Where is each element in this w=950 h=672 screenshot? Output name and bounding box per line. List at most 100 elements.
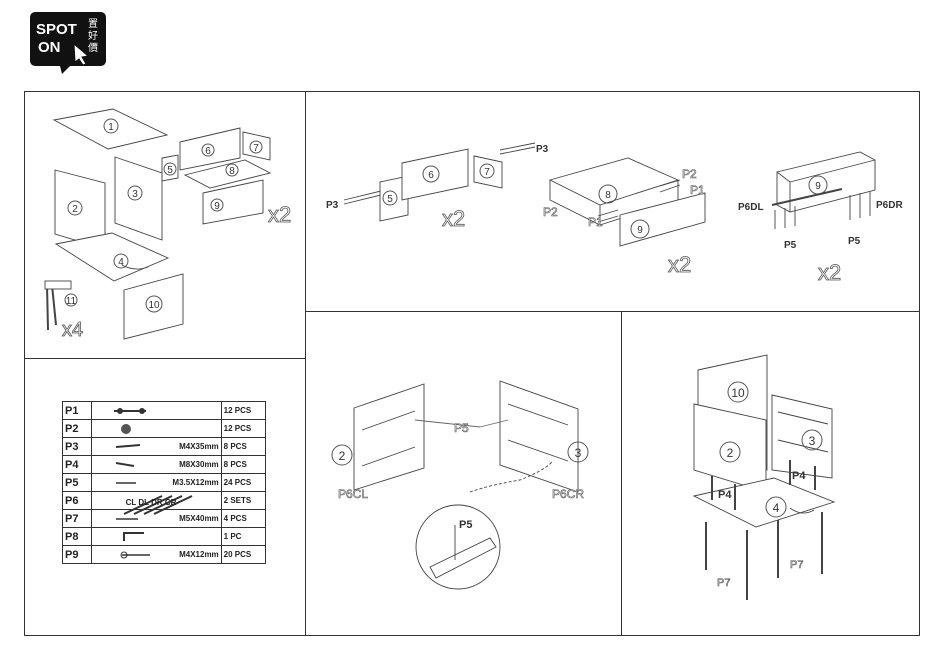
drawer-back-6b: [402, 149, 468, 200]
label-p6cl: P6CL: [338, 487, 368, 501]
part-qty: 8 PCS: [221, 456, 265, 474]
long-screw-icon: [114, 514, 144, 524]
label-p4-left: P4: [718, 489, 732, 501]
num-5: 5: [167, 165, 173, 176]
side-panel-3c: [772, 395, 832, 478]
part-size: M3.5X12mm: [172, 478, 218, 487]
cam-bolt-icon: [112, 406, 152, 416]
part-code: P1: [63, 402, 92, 420]
part-code: P9: [63, 546, 92, 564]
part-image-cell: [91, 402, 221, 420]
part-image-cell: M8X30mm: [91, 456, 221, 474]
drawer-front-9b: [620, 193, 705, 246]
drawer-num-9c: 9: [815, 181, 821, 192]
label-p3-top: P3: [536, 144, 549, 155]
bottom-panel-4: [56, 233, 168, 281]
part-qty: 4 PCS: [221, 510, 265, 528]
slide-num-2: 2: [339, 449, 346, 463]
label-p3-left: P3: [326, 200, 339, 211]
allen-key-icon: [122, 531, 152, 543]
label-p7-left: P7: [717, 577, 730, 589]
part-code: P4: [63, 456, 92, 474]
leg-11: [45, 281, 71, 289]
part-size: M8X30mm: [179, 460, 219, 469]
part-image-cell: M3.5X12mm: [91, 474, 221, 492]
label-p2-top: P2: [682, 167, 697, 181]
label-p6dl: P6DL: [738, 202, 764, 213]
part-code: P3: [63, 438, 92, 456]
part-qty: 2 SETS: [221, 492, 265, 510]
label-p7-right: P7: [790, 559, 803, 571]
part-qty: 1 PC: [221, 528, 265, 546]
bottom-panel-4b: [694, 478, 834, 527]
carcass-num-3: 3: [809, 434, 816, 448]
part-image-cell: CL DL DR CR: [91, 492, 221, 510]
part-sub: CL DL DR CR: [126, 498, 177, 507]
part-qty: 24 PCS: [221, 474, 265, 492]
small-screw-icon: [114, 478, 144, 488]
drawer-multiplier-2: x2: [668, 252, 691, 277]
label-p5-left: P5: [784, 240, 797, 251]
parts-row: P6 CL DL DR CR 2 SETS: [63, 492, 266, 510]
part-image-cell: [91, 420, 221, 438]
slide-num-3: 3: [575, 446, 582, 460]
parts-row: P4 M8X30mm 8 PCS: [63, 456, 266, 474]
part-qty: 12 PCS: [221, 402, 265, 420]
part-code: P6: [63, 492, 92, 510]
label-p2-left: P2: [543, 205, 558, 219]
part-code: P8: [63, 528, 92, 546]
num-10: 10: [148, 300, 160, 311]
label-p5-right: P5: [848, 236, 861, 247]
carcass-num-2: 2: [727, 446, 734, 460]
num-3: 3: [132, 189, 138, 200]
part-size: M4X35mm: [179, 442, 219, 451]
parts-row: P1 12 PCS: [63, 402, 266, 420]
part-code: P7: [63, 510, 92, 528]
part-code: P5: [63, 474, 92, 492]
label-p4-right: P4: [792, 470, 806, 482]
part-image-cell: M5X40mm: [91, 510, 221, 528]
leg-multiplier: x4: [62, 319, 83, 341]
parts-table: P1 12 PCS P2 12 PCS P3 M4X35mm 8 PCS P4 …: [62, 401, 266, 564]
num-2: 2: [72, 204, 78, 215]
side-panel-2b: [354, 384, 424, 490]
label-slide-p5: P5: [454, 421, 469, 435]
screw-icon: [114, 442, 144, 452]
label-p1-top: P1: [690, 183, 705, 197]
parts-row: P2 12 PCS: [63, 420, 266, 438]
label-p6cr: P6CR: [552, 487, 584, 501]
part-size: M5X40mm: [179, 514, 219, 523]
dowel-icon: [114, 460, 144, 470]
side-panel-3b: [500, 381, 578, 492]
num-9: 9: [214, 201, 220, 212]
num-7: 7: [253, 143, 259, 154]
part-size: M4X12mm: [179, 550, 219, 559]
num-8: 8: [229, 166, 235, 177]
num-4: 4: [118, 257, 124, 268]
drawer-num-7: 7: [484, 167, 490, 178]
parts-row: P8 1 PC: [63, 528, 266, 546]
part-image-cell: M4X35mm: [91, 438, 221, 456]
part-qty: 20 PCS: [221, 546, 265, 564]
parts-row: P3 M4X35mm 8 PCS: [63, 438, 266, 456]
drawer-multiplier: x2: [268, 202, 291, 227]
drawer-num-6: 6: [428, 170, 434, 181]
part-qty: 8 PCS: [221, 438, 265, 456]
carcass-num-10: 10: [731, 386, 745, 400]
num-11: 11: [66, 296, 77, 307]
part-code: P2: [63, 420, 92, 438]
label-p6dr: P6DR: [876, 200, 903, 211]
drawer-num-5: 5: [387, 194, 393, 205]
drawer-num-9: 9: [637, 225, 643, 236]
cam-lock-icon: [118, 422, 134, 436]
parts-row: P5 M3.5X12mm 24 PCS: [63, 474, 266, 492]
label-p1-left: P1: [588, 215, 603, 229]
part-image-cell: [91, 528, 221, 546]
part-qty: 12 PCS: [221, 420, 265, 438]
num-6: 6: [205, 146, 211, 157]
num-1: 1: [108, 122, 114, 133]
part-image-cell: M4X12mm: [91, 546, 221, 564]
wood-screw-icon: [120, 549, 156, 561]
parts-row: P9 M4X12mm 20 PCS: [63, 546, 266, 564]
